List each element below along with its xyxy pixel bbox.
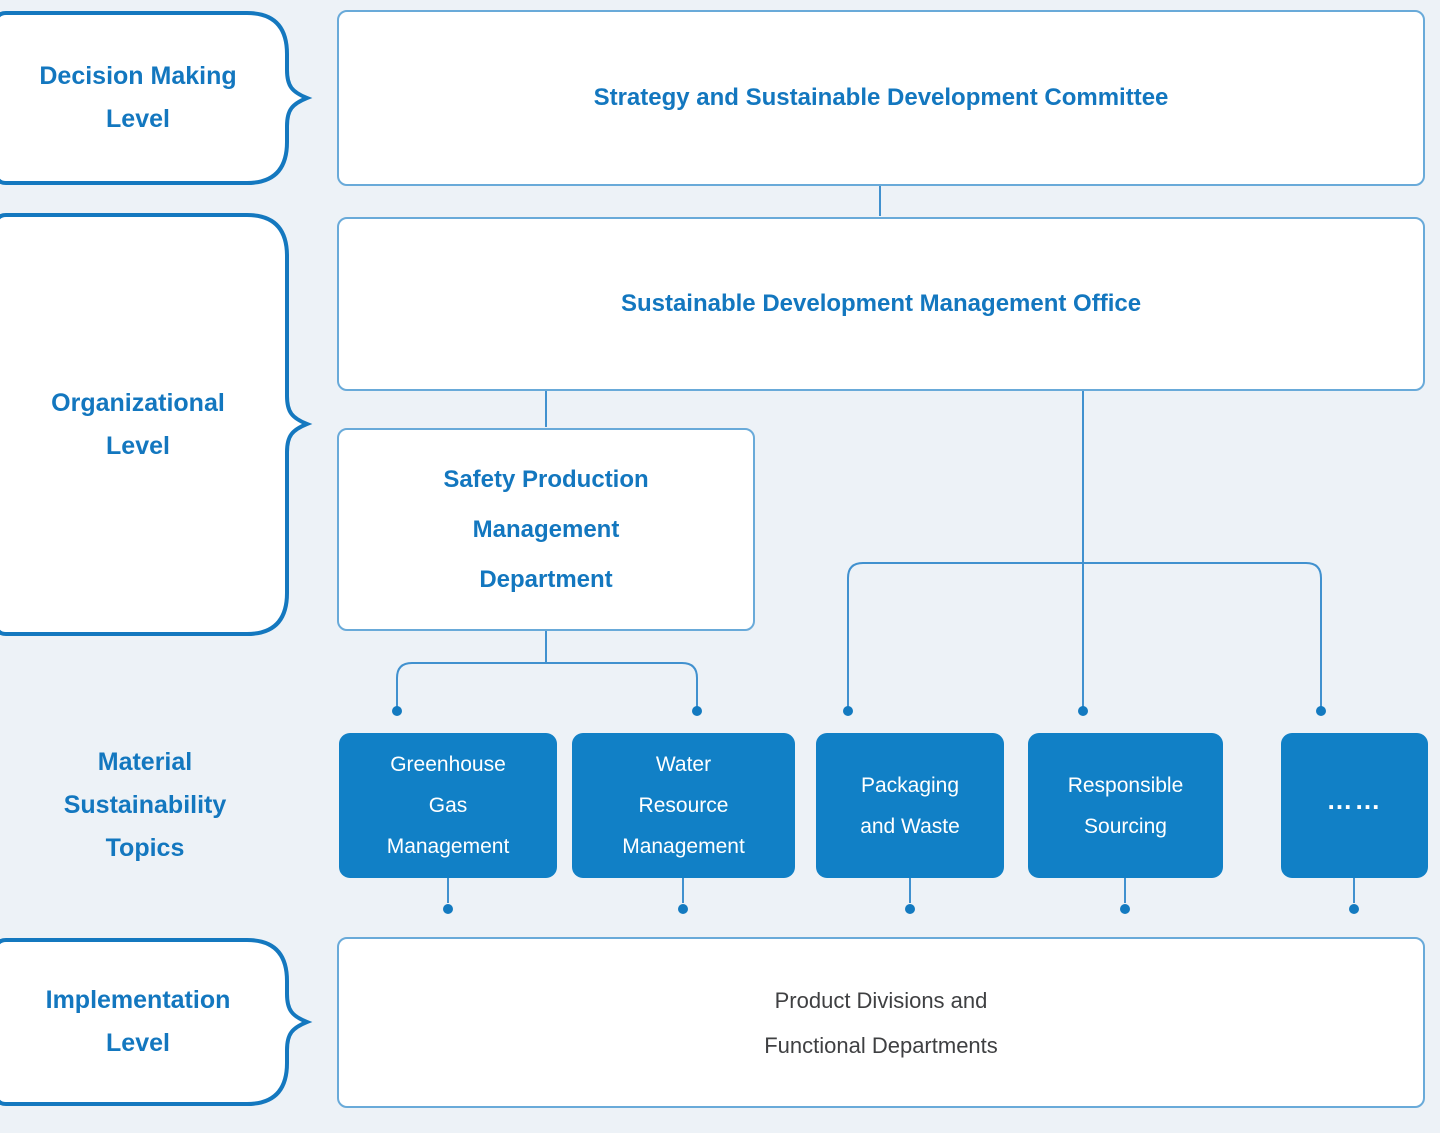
brace-shape — [0, 213, 313, 636]
node-label: Strategy and Sustainable Development Com… — [593, 84, 1169, 111]
level-label-organizational: Organizational Level — [0, 212, 322, 637]
label-line: Implementation — [45, 986, 231, 1014]
connector-dot — [1120, 904, 1130, 914]
node-label-line: Safety Production — [443, 465, 649, 493]
topic-line: Water — [655, 753, 712, 776]
node-label-line: Functional Departments — [764, 1032, 998, 1058]
connector-dot — [678, 904, 688, 914]
connector-dot — [692, 706, 702, 716]
node-strategy-committee: Strategy and Sustainable Development Com… — [337, 10, 1425, 186]
label-line: Decision Making — [39, 62, 237, 90]
connector-dot — [443, 904, 453, 914]
topic-box-packaging-waste: Packaging and Waste — [816, 733, 1004, 878]
level-label-decision-making: Decision Making Level — [0, 10, 322, 186]
label-line: Level — [106, 1029, 170, 1057]
connector-dot — [1316, 706, 1326, 716]
connector-dot — [843, 706, 853, 716]
label-line: Material — [97, 748, 193, 776]
label-line: Level — [106, 431, 170, 460]
brace-shape — [0, 938, 313, 1106]
node-label-line: Product Divisions and — [774, 987, 988, 1013]
topic-line: …… — [1326, 785, 1383, 815]
topic-line: and Waste — [860, 814, 960, 838]
level-label-text: Decision Making Level — [0, 10, 284, 186]
label-line: Sustainability — [63, 791, 227, 819]
connector-dot — [905, 904, 915, 914]
node-safety-production-dept: Safety Production Management Department — [337, 428, 755, 631]
node-product-divisions: Product Divisions and Functional Departm… — [337, 937, 1425, 1108]
node-label: Sustainable Development Management Offic… — [620, 290, 1142, 317]
level-label-implementation: Implementation Level — [0, 937, 322, 1107]
topic-line: Packaging — [860, 773, 960, 797]
topic-line: Resource — [638, 794, 729, 817]
topic-line: Responsible — [1067, 773, 1184, 797]
topic-line: Greenhouse — [390, 753, 506, 776]
node-label-line: Management — [472, 515, 620, 543]
connector-dot — [1078, 706, 1088, 716]
label-line: Topics — [105, 834, 185, 862]
topic-box-greenhouse-gas: Greenhouse Gas Management — [339, 733, 557, 878]
level-label-text: Organizational Level — [0, 212, 284, 637]
topic-line: Sourcing — [1084, 814, 1167, 838]
connector-dot — [1349, 904, 1359, 914]
connector-dot — [392, 706, 402, 716]
topic-line: Management — [622, 835, 745, 858]
node-label-line: Department — [479, 565, 613, 593]
topic-box-other-topics: …… — [1281, 733, 1428, 878]
connector-safety-fanout — [396, 662, 698, 707]
topic-box-responsible-sourcing: Responsible Sourcing — [1028, 733, 1223, 878]
connector-office-fanout — [847, 562, 1322, 707]
label-line: Organizational — [51, 388, 225, 417]
topic-line: Management — [386, 835, 510, 858]
topic-box-water-resource: Water Resource Management — [572, 733, 795, 878]
topic-line: Gas — [428, 794, 468, 817]
level-label-text: Implementation Level — [0, 937, 284, 1107]
level-label-material-topics: Material Sustainability Topics — [0, 733, 290, 878]
label-line: Level — [106, 105, 170, 133]
brace-shape — [0, 11, 313, 185]
node-sd-management-office: Sustainable Development Management Offic… — [337, 217, 1425, 391]
